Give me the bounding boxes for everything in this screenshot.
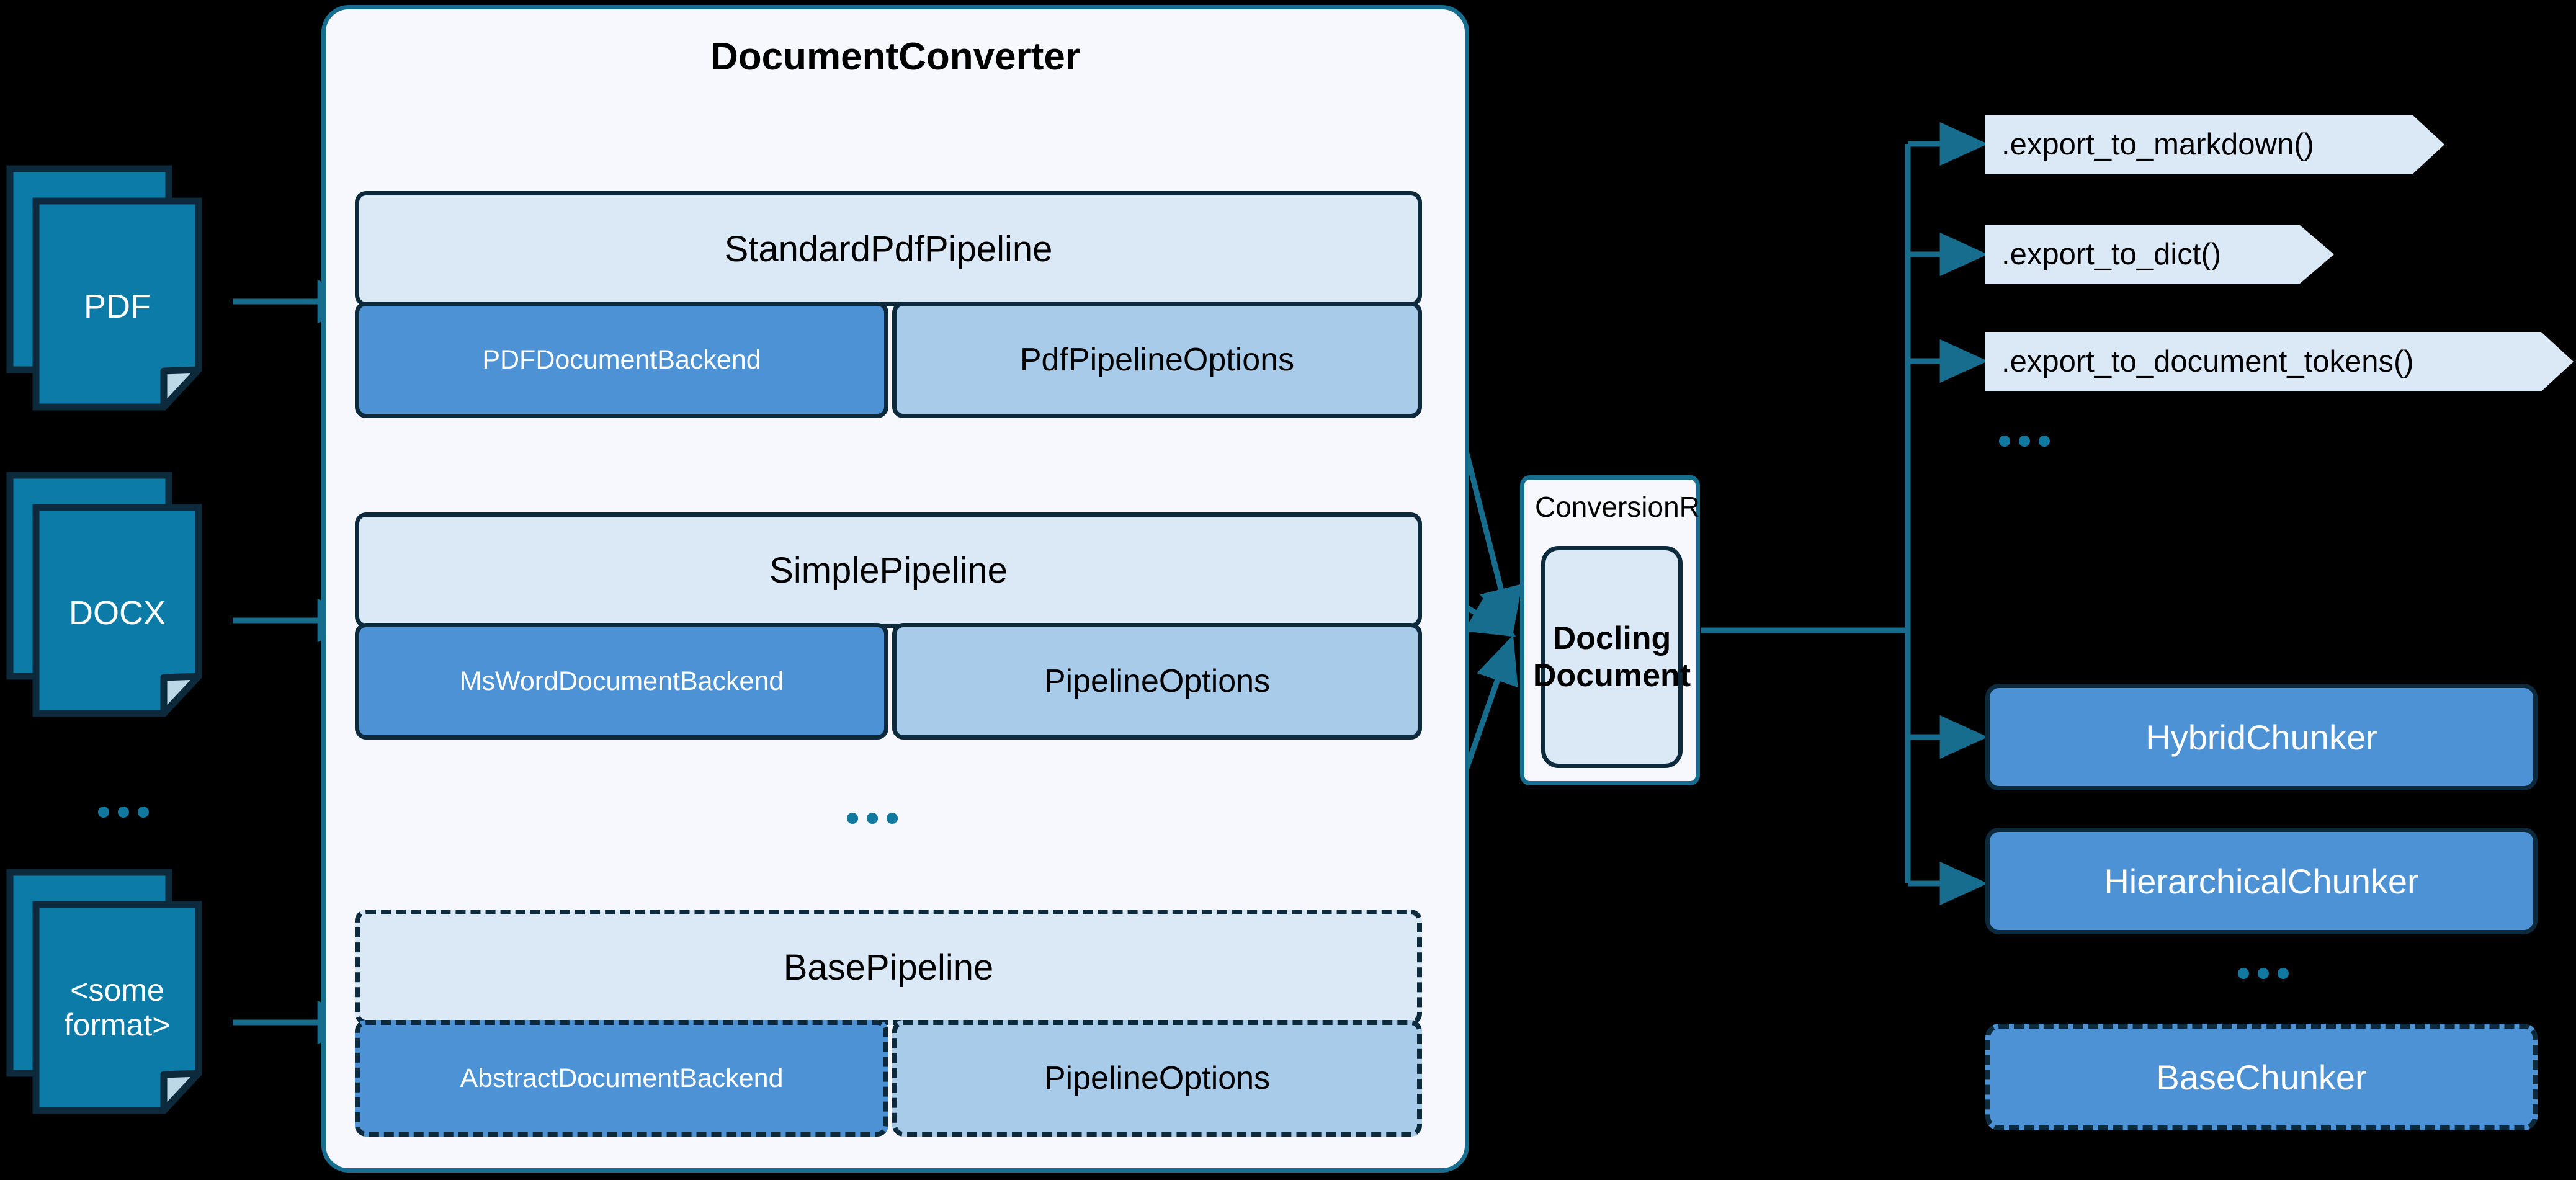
chunker-hierarchical[interactable]: HierarchicalChunker [1985, 828, 2538, 934]
ellipsis-dot [2238, 968, 2249, 979]
pipeline-options-simple[interactable]: PipelineOptions [892, 623, 1422, 740]
exports-ellipsis [1999, 436, 2050, 447]
ellipsis-dot [2019, 436, 2030, 447]
ellipsis-dot [98, 807, 109, 818]
ellipsis-dot [138, 807, 149, 818]
ellipsis-dot [1999, 436, 2010, 447]
pipeline-options-base[interactable]: PipelineOptions [892, 1020, 1422, 1137]
ellipsis-dot [867, 813, 878, 824]
ellipsis-dot [118, 807, 129, 818]
docling-document-box[interactable]: Docling Document [1533, 546, 1691, 768]
document-converter-title: DocumentConverter [710, 35, 1080, 78]
source-document-pdf[interactable]: PDF [6, 165, 233, 412]
pipeline-group-standard-pdf[interactable]: StandardPdfPipeline PDFDocumentBackend P… [355, 191, 1422, 418]
source-document-some-format[interactable]: <some format> [6, 869, 233, 1115]
document-stack-icon [6, 165, 202, 411]
ellipsis-dot [2278, 968, 2289, 979]
ellipsis-dot [847, 813, 858, 824]
pipeline-header-standard-pdf[interactable]: StandardPdfPipeline [355, 191, 1422, 306]
document-stack-icon [6, 472, 202, 717]
ellipsis-dot [2258, 968, 2269, 979]
trunk-branch-arrows [1908, 122, 1988, 906]
pipeline-options-pdf[interactable]: PdfPipelineOptions [892, 302, 1422, 418]
pipeline-backend-pdf[interactable]: PDFDocumentBackend [355, 302, 888, 418]
conversion-result-label: ConversionResult [1535, 491, 1761, 523]
chunker-hybrid[interactable]: HybridChunker [1985, 684, 2538, 790]
pipeline-header-base[interactable]: BasePipeline [355, 910, 1422, 1025]
sources-ellipsis [98, 807, 149, 818]
converter-ellipsis [847, 813, 898, 824]
export-chip-markdown[interactable]: .export_to_markdown() [1985, 115, 2444, 174]
chunker-base[interactable]: BaseChunker [1985, 1024, 2538, 1130]
pipeline-group-simple[interactable]: SimplePipeline MsWordDocumentBackend Pip… [355, 512, 1422, 740]
source-document-docx[interactable]: DOCX [6, 472, 233, 718]
chunkers-ellipsis [2238, 968, 2289, 979]
export-chip-dict[interactable]: .export_to_dict() [1985, 225, 2334, 284]
pipeline-header-simple[interactable]: SimplePipeline [355, 512, 1422, 628]
ellipsis-dot [887, 813, 898, 824]
export-chip-document-tokens[interactable]: .export_to_document_tokens() [1985, 332, 2574, 391]
document-stack-icon [6, 869, 202, 1114]
pipeline-backend-abstract[interactable]: AbstractDocumentBackend [355, 1020, 888, 1137]
pipeline-backend-msword[interactable]: MsWordDocumentBackend [355, 623, 888, 740]
ellipsis-dot [2039, 436, 2050, 447]
pipeline-group-base[interactable]: BasePipeline AbstractDocumentBackend Pip… [355, 910, 1422, 1137]
